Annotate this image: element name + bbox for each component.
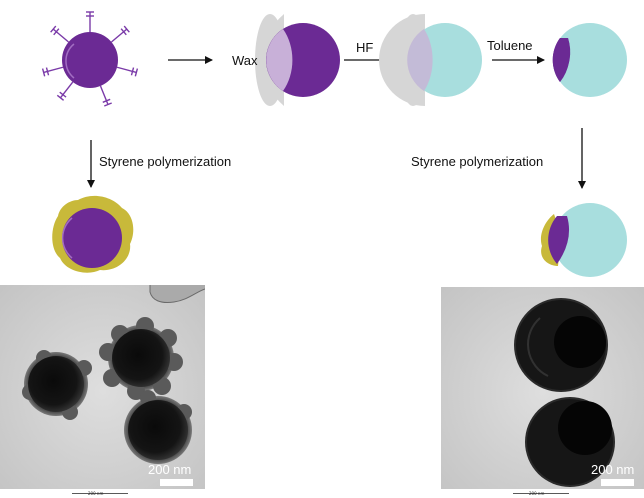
scale-bar-left bbox=[160, 479, 193, 486]
silica-core bbox=[62, 32, 118, 88]
footer-scale-left: 200 nm bbox=[88, 491, 103, 496]
etched-silica bbox=[553, 203, 627, 277]
tem-micrograph-left: 200 nm bbox=[0, 285, 205, 498]
toluene-label: Toluene bbox=[487, 38, 533, 53]
tem-micrograph-right: 200 nm bbox=[441, 287, 644, 498]
janus-particle bbox=[552, 23, 627, 97]
scale-label-left: 200 nm bbox=[148, 462, 191, 477]
scale-label-right: 200 nm bbox=[591, 462, 634, 477]
functionalized-silica-particle bbox=[41, 11, 139, 107]
ligand-icon bbox=[41, 11, 139, 107]
tem-particle bbox=[22, 350, 92, 420]
footer-scale-right: 200 nm bbox=[529, 491, 544, 496]
tem-particle bbox=[124, 390, 192, 464]
polymerization-label-right: Styrene polymerization bbox=[411, 154, 543, 169]
scale-bar-right bbox=[601, 479, 634, 486]
polymerization-label-left: Styrene polymerization bbox=[99, 154, 231, 169]
silica-cap bbox=[548, 216, 570, 264]
etched-silica bbox=[553, 23, 627, 97]
etched-particle bbox=[379, 14, 482, 106]
wax-label: Wax bbox=[232, 53, 258, 68]
wax-emulsion-particle bbox=[255, 14, 340, 106]
tem-particle bbox=[525, 397, 615, 487]
polystyrene-coated-particle bbox=[52, 195, 134, 273]
silica-core bbox=[62, 208, 122, 268]
janus-polystyrene-particle bbox=[540, 203, 627, 277]
hf-label: HF bbox=[356, 40, 373, 55]
tem-particle bbox=[514, 298, 608, 392]
